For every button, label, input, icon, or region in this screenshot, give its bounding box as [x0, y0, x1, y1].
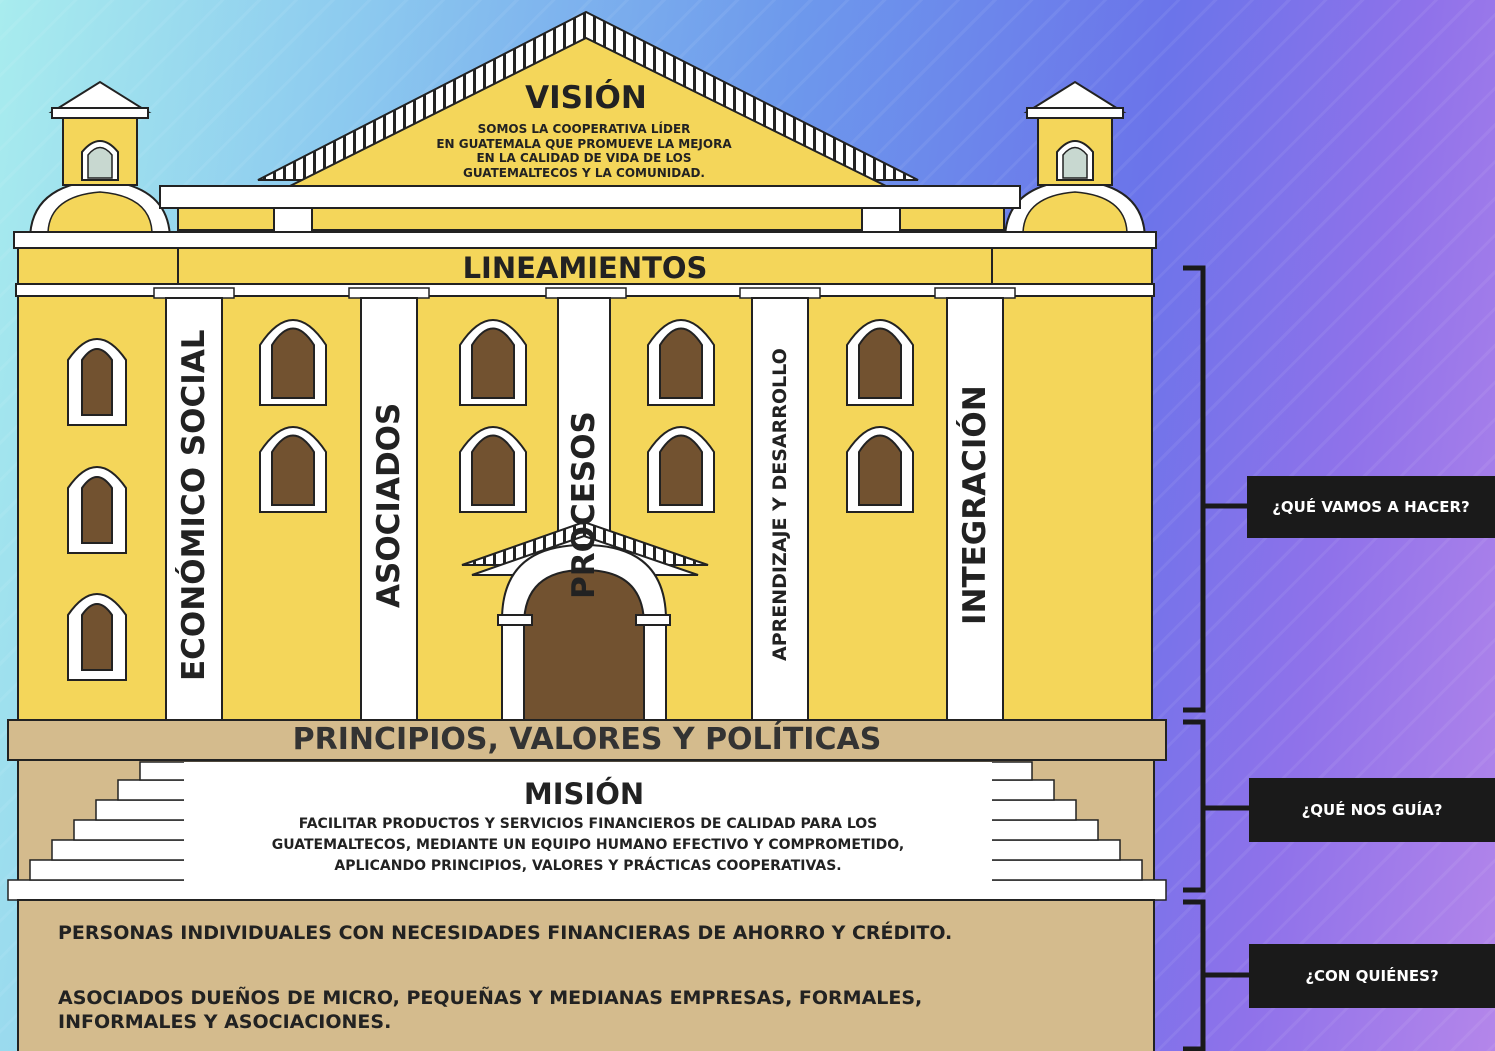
base-text: ASOCIADOS DUEÑOS DE MICRO, PEQUEÑAS Y ME… [58, 986, 1148, 1034]
brackets [1183, 265, 1250, 1051]
mision-line-1: FACILITAR PRODUCTOS Y SERVICIOS FINANCIE… [298, 816, 878, 832]
right-tower [1003, 80, 1147, 241]
question-que-nos-guia: ¿QUÉ NOS GUÍA? [1249, 778, 1495, 842]
vision-line-1: SOMOS LA COOPERATIVA LÍDER [477, 122, 691, 136]
mision-line-2: GUATEMALTECOS, MEDIANTE UN EQUIPO HUMANO… [271, 837, 905, 853]
lineamientos-title: LINEAMIENTOS [462, 251, 708, 285]
principios-label: PRINCIPIOS, VALORES Y POLÍTICAS [292, 722, 882, 757]
vision-line-2: EN GUATEMALA QUE PROMUEVE LA MEJORA [436, 136, 732, 151]
pillar-aprendizaje-desarrollo: APRENDIZAJE Y DESARROLLO [769, 348, 791, 662]
vision-text: SOMOS LA COOPERATIVA LÍDER EN GUATEMALA … [384, 122, 784, 180]
pillar-economico-social: ECONÓMICO SOCIAL [176, 329, 212, 681]
question-que-vamos-a-hacer: ¿QUÉ VAMOS A HACER? [1247, 476, 1495, 538]
mision-text: FACILITAR PRODUCTOS Y SERVICIOS FINANCIE… [184, 814, 992, 877]
left-tower [28, 80, 172, 241]
question-con-quienes: ¿CON QUIÉNES? [1249, 944, 1495, 1008]
vision-line-4: GUATEMALTECOS Y LA COMUNIDAD. [462, 165, 705, 180]
pillars-shapes [153, 287, 1016, 721]
mision-line-3: APLICANDO PRINCIPIOS, VALORES Y PRÁCTICA… [334, 858, 842, 874]
base-line-2: ASOCIADOS DUEÑOS DE MICRO, PEQUEÑAS Y ME… [58, 987, 923, 1009]
mision-title: MISIÓN [523, 777, 645, 811]
windows [67, 319, 914, 681]
steps [7, 761, 1167, 901]
vision-line-3: EN LA CALIDAD DE VIDA DE LOS [476, 151, 692, 165]
pediment [257, 10, 919, 187]
pillar-asociados: ASOCIADOS [371, 402, 407, 608]
pillar-procesos: PROCESOS [566, 411, 602, 599]
vision-title: VISIÓN [525, 80, 647, 116]
pillar-integracion: INTEGRACIÓN [957, 385, 993, 625]
base-line-3: INFORMALES Y ASOCIACIONES. [58, 1011, 392, 1033]
door [461, 520, 709, 721]
base-line-1: PERSONAS INDIVIDUALES CON NECESIDADES FI… [58, 922, 953, 944]
